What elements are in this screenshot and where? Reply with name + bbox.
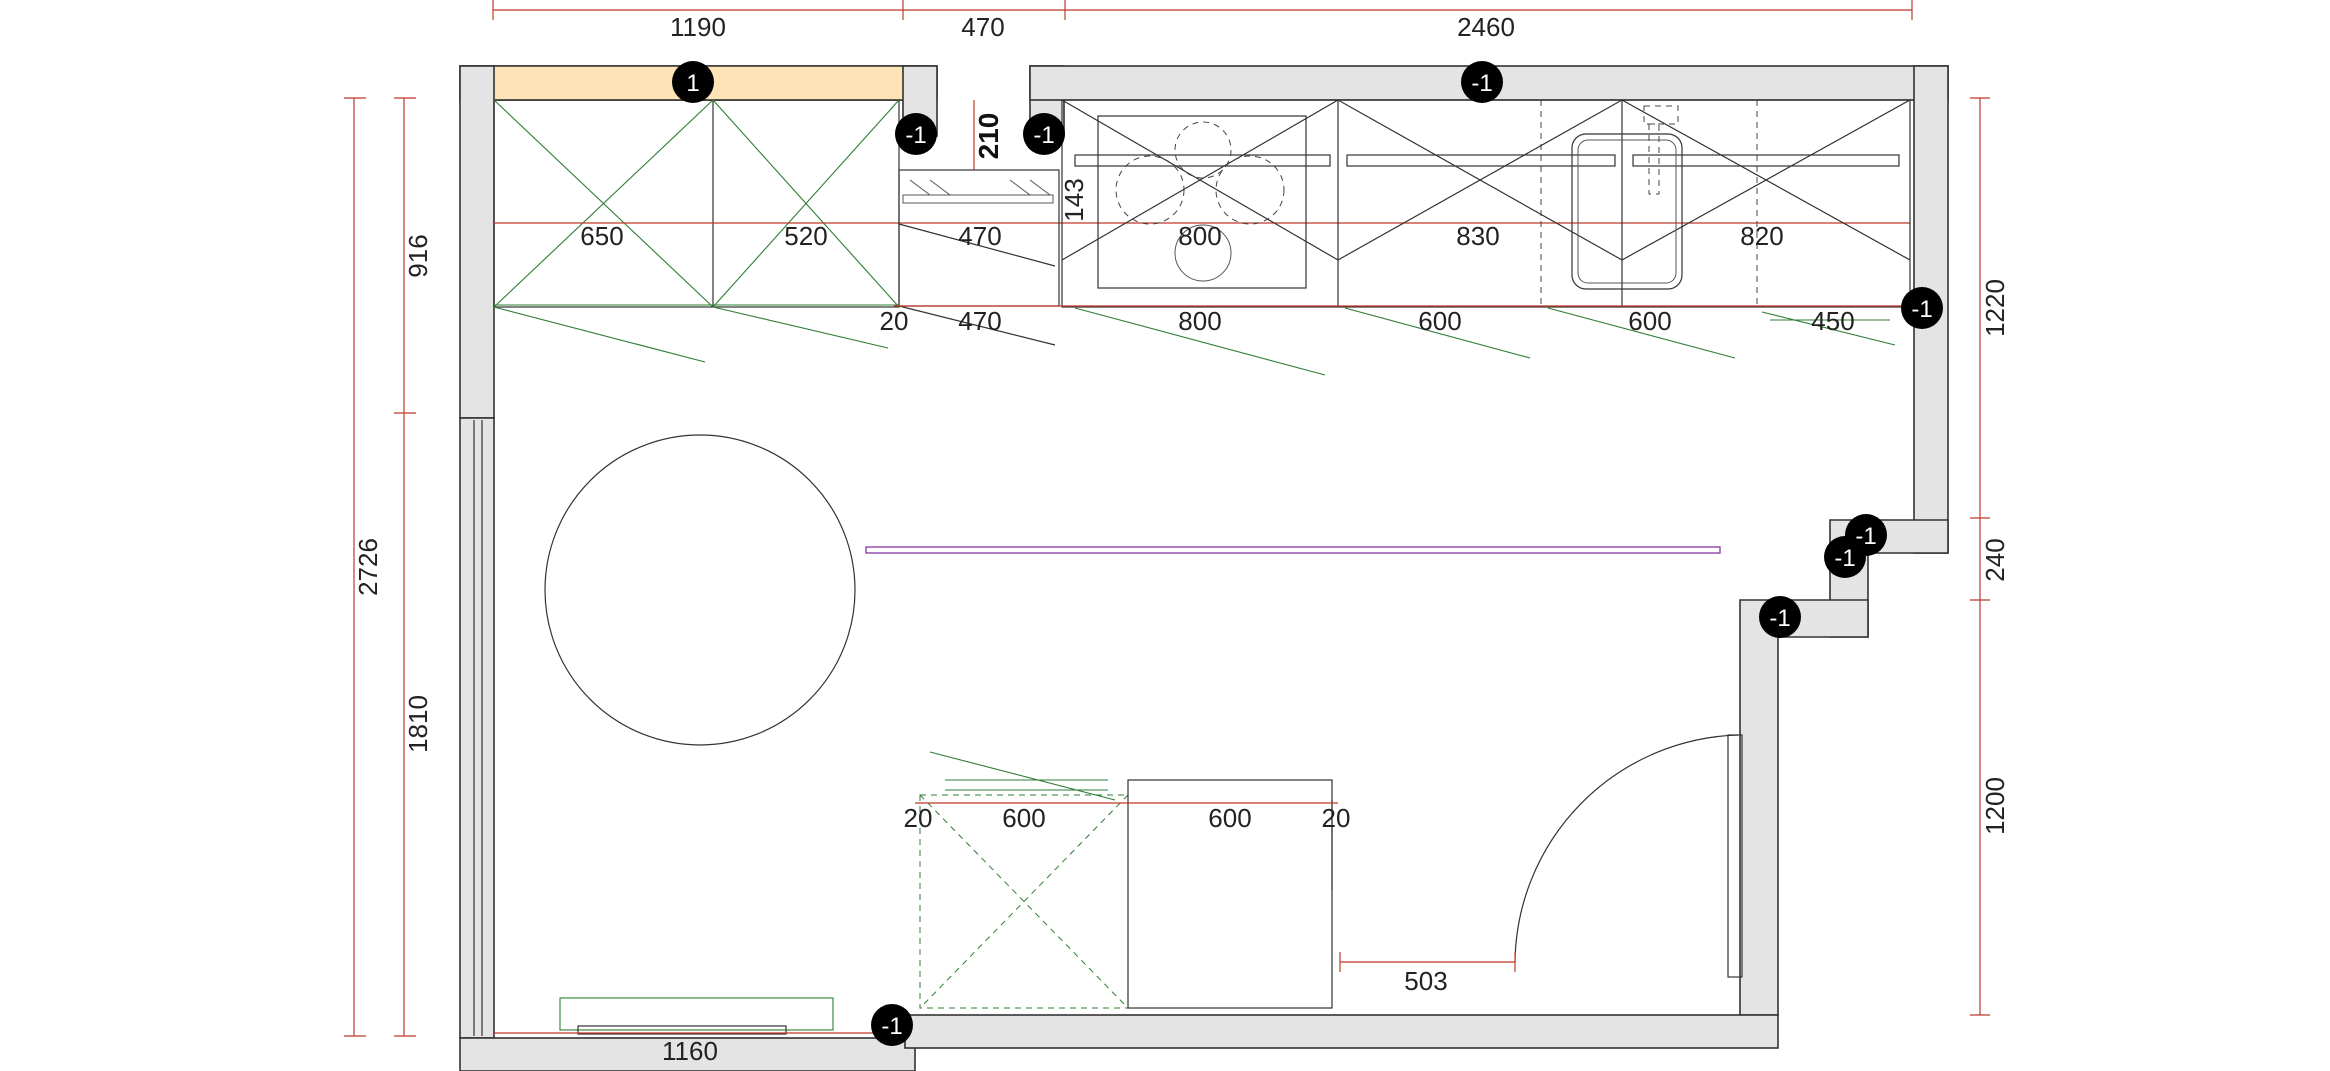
cabinet-dim-label: 820 bbox=[1740, 221, 1783, 251]
bottom-dim-label: 20 bbox=[1322, 803, 1351, 833]
top-dim-label: 470 bbox=[961, 12, 1004, 42]
level-marker: -1 bbox=[1901, 287, 1943, 329]
left-dim-label: 916 bbox=[403, 234, 433, 277]
faucet-icon bbox=[1643, 105, 1679, 125]
bottom-cabinet-left bbox=[919, 794, 1129, 1009]
base-dim-label: 450 bbox=[1811, 306, 1854, 336]
level-marker: -1 bbox=[1824, 536, 1866, 578]
bench: 1160 bbox=[494, 997, 905, 1066]
burner-icon bbox=[1115, 155, 1185, 225]
door-swing bbox=[493, 306, 706, 363]
cooktop bbox=[1097, 115, 1307, 289]
right-dim-label: 240 bbox=[1980, 538, 2010, 581]
upper-cabinets-left: 650 520 bbox=[493, 99, 1910, 363]
door: 503 bbox=[1339, 734, 1743, 996]
left-dimension-chain: 916 2726 1810 bbox=[344, 97, 433, 1037]
cabinet-dim-label: 470 bbox=[958, 221, 1001, 251]
cabinet-dim-label: 800 bbox=[1178, 221, 1221, 251]
cabinet-dim-label: 650 bbox=[580, 221, 623, 251]
door-swing bbox=[712, 306, 889, 349]
level-markers: 1 -1 -1 -1 -1 -1 -1 -1 bbox=[672, 61, 1943, 1046]
top-dim-label: 2460 bbox=[1457, 12, 1515, 42]
wall-left-upper bbox=[459, 65, 495, 419]
cabinet-dim-label: 520 bbox=[784, 221, 827, 251]
top-dim-label: 1190 bbox=[670, 12, 726, 42]
bottom-dim-label: 20 bbox=[904, 803, 933, 833]
svg-text:-1: -1 bbox=[1911, 296, 1932, 323]
wall-right-lower bbox=[1739, 599, 1869, 1016]
walls bbox=[459, 65, 1949, 1071]
base-dim-label: 800 bbox=[1178, 306, 1221, 336]
burner-icon bbox=[1174, 224, 1232, 282]
svg-text:-1: -1 bbox=[1471, 70, 1492, 97]
counter-run-right: 800 830 820 bbox=[1061, 99, 1911, 376]
bottom-dim-label: 600 bbox=[1208, 803, 1251, 833]
sink bbox=[1571, 133, 1683, 290]
left-dim-label: 1810 bbox=[403, 695, 433, 753]
bottom-wall-dim-label: 1160 bbox=[662, 1036, 718, 1066]
cabinet-dim-label: 830 bbox=[1456, 221, 1499, 251]
bench-outline bbox=[559, 997, 834, 1031]
burner-icon bbox=[1215, 155, 1285, 225]
wall-left-window bbox=[459, 417, 495, 1039]
wall-bottom-left bbox=[459, 1037, 916, 1071]
wall-bottom-right bbox=[904, 1014, 1779, 1049]
level-marker: -1 bbox=[895, 113, 937, 155]
burner-icon bbox=[1174, 121, 1232, 179]
level-marker: -1 bbox=[1759, 596, 1801, 638]
right-dim-label: 1220 bbox=[1980, 279, 2010, 337]
right-dim-label: 1200 bbox=[1980, 777, 2010, 835]
svg-text:-1: -1 bbox=[1769, 605, 1790, 632]
round-table bbox=[544, 434, 856, 746]
door-gap-label: 503 bbox=[1404, 966, 1447, 996]
bottom-dim-label: 600 bbox=[1002, 803, 1045, 833]
svg-text:-1: -1 bbox=[1033, 122, 1054, 149]
base-dim-label: 20 bbox=[880, 306, 909, 336]
svg-text:-1: -1 bbox=[905, 122, 926, 149]
level-marker: -1 bbox=[1461, 61, 1503, 103]
bottom-cabinets: 20 600 600 20 bbox=[904, 751, 1351, 1009]
niche-area: 210 143 470 bbox=[898, 100, 1089, 346]
beam-line bbox=[865, 546, 1721, 554]
bottom-cabinet-right bbox=[1127, 779, 1333, 1009]
base-dim-label: 470 bbox=[958, 306, 1001, 336]
niche-dim-label: 210 bbox=[973, 113, 1004, 160]
base-dim-label: 600 bbox=[1628, 306, 1671, 336]
niche-dim-label: 143 bbox=[1059, 178, 1089, 221]
svg-text:-1: -1 bbox=[881, 1013, 902, 1040]
level-marker: -1 bbox=[1023, 113, 1065, 155]
base-dimension-row: 20 470 800 600 600 450 bbox=[880, 305, 1910, 336]
right-dimension-chain: 1220 240 1200 bbox=[1970, 97, 2010, 1016]
top-dimension-chain: 1190 470 2460 bbox=[492, 0, 1913, 42]
svg-text:-1: -1 bbox=[1834, 545, 1855, 572]
door-swing-arc bbox=[1514, 734, 1739, 963]
level-marker: 1 bbox=[672, 61, 714, 103]
left-dim-label: 2726 bbox=[353, 538, 383, 596]
level-marker: -1 bbox=[871, 1004, 913, 1046]
svg-text:1: 1 bbox=[686, 70, 699, 97]
base-dim-label: 600 bbox=[1418, 306, 1461, 336]
